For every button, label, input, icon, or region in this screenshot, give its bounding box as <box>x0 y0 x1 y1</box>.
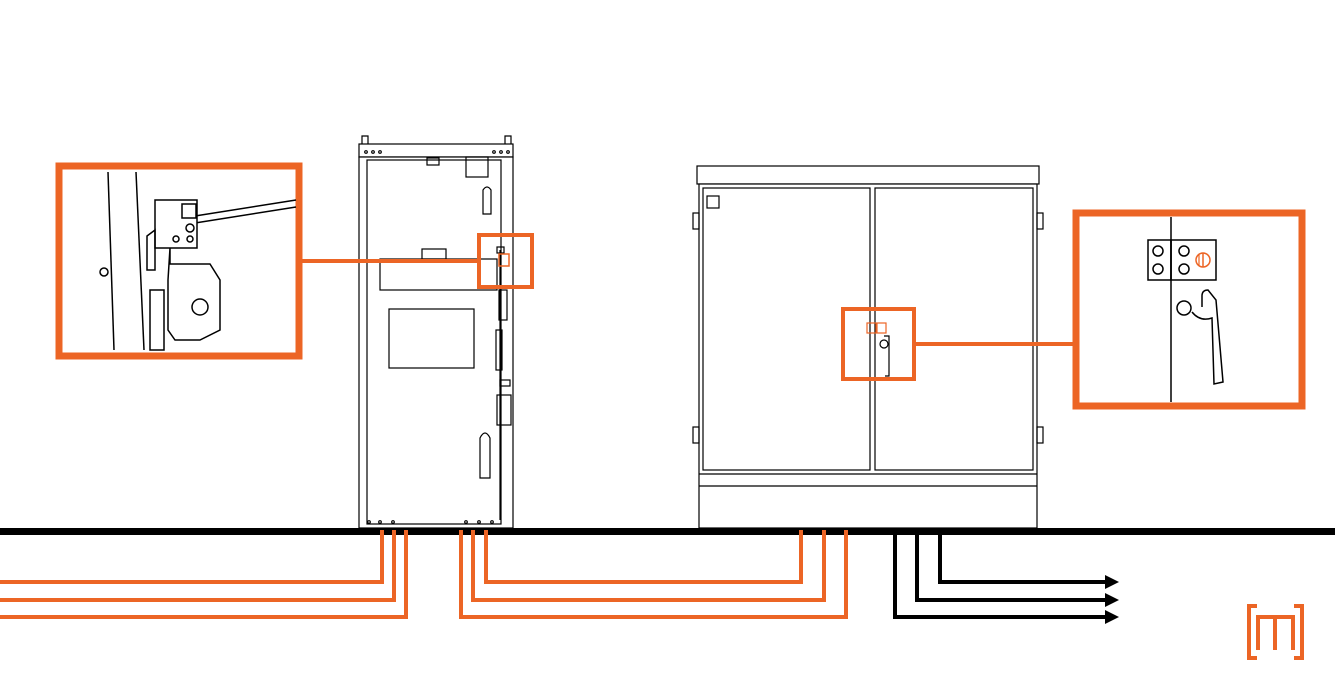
detail-callout-left <box>55 162 303 360</box>
interconnect-orange-feeds <box>459 530 848 619</box>
arrow-head-icon <box>1105 593 1119 607</box>
arrow-head-icon <box>1105 575 1119 589</box>
door-lock-handle-icon <box>1147 217 1224 402</box>
lock-detail-marker-right <box>866 322 887 334</box>
lock-detail-marker-left <box>498 253 510 267</box>
zoom-box-right <box>841 307 916 381</box>
transformer-cabinet <box>692 165 1044 529</box>
m-logo-icon <box>1247 604 1304 660</box>
switchgear-cabinet <box>358 135 514 529</box>
detail-callout-right <box>1072 209 1306 410</box>
zoom-box-left <box>477 233 534 289</box>
incoming-orange-feeds <box>0 530 408 619</box>
interlock-lock-icon <box>99 171 297 351</box>
ground-line <box>0 528 1335 535</box>
outgoing-black-feeds <box>893 530 1119 624</box>
arrow-head-icon <box>1105 610 1119 624</box>
